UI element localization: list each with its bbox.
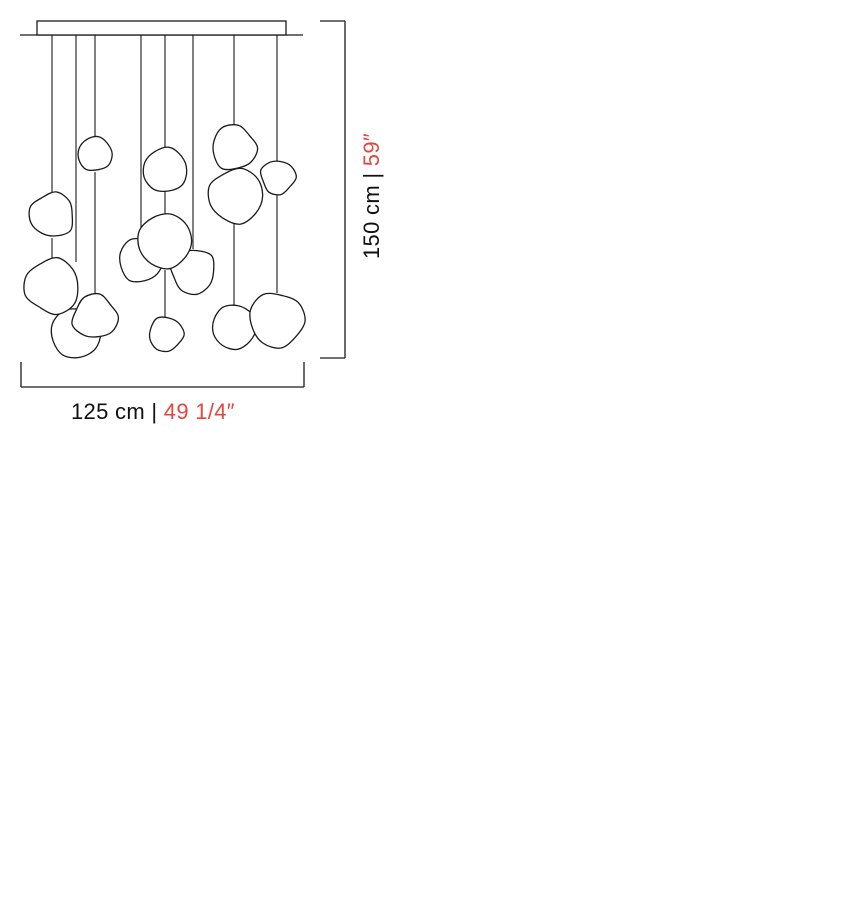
width-dimension-label: 125 cm | 49 1/4″ xyxy=(71,399,235,425)
glass-globe xyxy=(77,135,113,172)
glass-globe xyxy=(249,292,306,349)
width-separator: | xyxy=(144,399,164,424)
glass-globe xyxy=(71,292,120,338)
glass-globe xyxy=(148,316,185,353)
glass-globe xyxy=(212,124,259,171)
glass-globes xyxy=(23,124,306,359)
height-separator: | xyxy=(359,166,384,186)
glass-globe xyxy=(259,160,297,196)
glass-globe xyxy=(142,146,188,192)
glass-globe xyxy=(211,304,257,351)
glass-globe xyxy=(137,213,193,270)
glass-globe xyxy=(23,256,79,316)
glass-globe xyxy=(207,167,264,225)
height-imperial: 59″ xyxy=(359,133,384,167)
ceiling-canopy xyxy=(20,20,303,36)
width-dimension-line xyxy=(20,362,305,388)
height-metric: 150 cm xyxy=(359,185,384,259)
glass-globe xyxy=(28,191,74,237)
width-imperial: 49 1/4″ xyxy=(163,399,235,424)
width-metric: 125 cm xyxy=(71,399,145,424)
height-dimension-line xyxy=(320,20,346,359)
height-dimension-label: 150 cm | 59″ xyxy=(359,133,385,259)
